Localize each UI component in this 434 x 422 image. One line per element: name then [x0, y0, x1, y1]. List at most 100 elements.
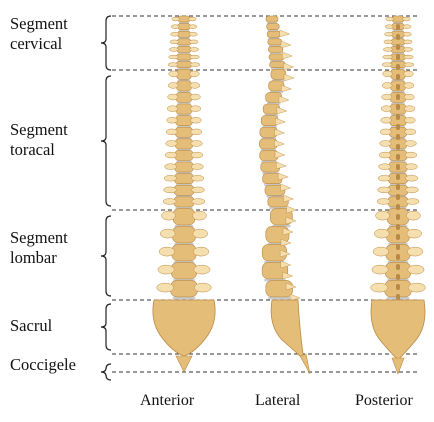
spinous-process [396, 244, 400, 250]
spinous-process [396, 54, 400, 60]
transverse-process [406, 199, 419, 205]
transverse-process [192, 187, 205, 193]
vertebra [174, 197, 195, 207]
transverse-process [189, 32, 197, 36]
intervertebral-disc [173, 297, 196, 300]
transverse-process [372, 265, 388, 274]
vertebra [171, 280, 198, 297]
spinous-process [278, 173, 288, 180]
transverse-process [403, 25, 411, 29]
coccyx [300, 354, 310, 374]
transverse-process [192, 211, 206, 220]
spinous-process [396, 24, 400, 30]
transverse-process [193, 247, 209, 256]
transverse-process [189, 40, 198, 44]
vertebra [177, 39, 191, 45]
spinous-process [396, 34, 400, 40]
transverse-process [160, 229, 175, 238]
transverse-process [191, 175, 203, 181]
spinous-process [280, 30, 290, 37]
transverse-process [404, 83, 414, 89]
transverse-process [384, 40, 393, 44]
vertebra [269, 54, 284, 60]
label-segment-cervical: Segment cervical [10, 14, 68, 54]
transverse-process [191, 152, 203, 158]
transverse-process [407, 229, 422, 238]
spinous-process [281, 184, 291, 191]
vertebra [175, 127, 193, 137]
transverse-process [380, 141, 392, 147]
vertebra [174, 185, 194, 195]
transverse-process [373, 247, 389, 256]
label-segment-toracal: Segment toracal [10, 120, 68, 160]
spinous-process [282, 52, 292, 59]
segment-brace [101, 304, 111, 350]
vertebra [270, 62, 286, 68]
transverse-process [189, 17, 197, 21]
transverse-process [403, 32, 411, 36]
spinous-process [396, 164, 400, 170]
sacrum [153, 300, 215, 356]
vertebra [267, 31, 280, 37]
vertebra [175, 139, 193, 149]
transverse-process [385, 25, 393, 29]
label-segment-lombar: Segment lombar [10, 228, 68, 268]
transverse-process [380, 129, 391, 135]
transverse-process [383, 71, 393, 77]
transverse-process [382, 63, 392, 67]
vertebra [172, 226, 195, 243]
transverse-process [404, 117, 415, 123]
transverse-process [371, 283, 388, 292]
segment-brace [101, 76, 111, 206]
transverse-process [193, 229, 208, 238]
transverse-process [382, 83, 392, 89]
vertebra [171, 262, 197, 279]
transverse-process [374, 229, 389, 238]
transverse-process [164, 187, 177, 193]
vertebra [172, 244, 196, 261]
transverse-process [162, 211, 176, 220]
transverse-process [189, 48, 198, 52]
transverse-process [405, 129, 416, 135]
transverse-process [191, 164, 203, 170]
vertebra [271, 69, 286, 79]
transverse-process [403, 40, 412, 44]
transverse-process [405, 175, 417, 181]
vertebra [175, 162, 194, 172]
transverse-process [159, 247, 175, 256]
spinous-process [275, 118, 285, 125]
transverse-process [190, 106, 201, 112]
spinous-process [396, 174, 400, 180]
transverse-process [190, 83, 200, 89]
spinous-process [277, 107, 287, 114]
vertebra [173, 208, 195, 225]
transverse-process [157, 283, 174, 292]
transverse-process [167, 117, 178, 123]
transverse-process [165, 164, 177, 170]
spinous-process [281, 41, 291, 48]
transverse-process [191, 129, 202, 135]
spinous-process [284, 63, 294, 70]
transverse-process [403, 17, 411, 21]
spinous-process [281, 85, 291, 92]
spinous-process [396, 224, 400, 230]
transverse-process [383, 48, 392, 52]
spinous-process [396, 194, 400, 200]
transverse-process [168, 83, 178, 89]
transverse-process [406, 211, 420, 220]
transverse-process [192, 199, 205, 205]
transverse-process [170, 40, 179, 44]
label-coccigele: Coccigele [10, 355, 76, 375]
transverse-process [385, 32, 393, 36]
spinous-process [396, 214, 400, 220]
spinous-process [396, 134, 400, 140]
vertebra [267, 24, 280, 30]
transverse-process [406, 187, 419, 193]
segment-brace [101, 16, 111, 70]
transverse-process [407, 247, 423, 256]
vertebra [176, 62, 192, 68]
vertebra [266, 16, 278, 22]
spinous-process [396, 234, 400, 240]
coccyx [176, 356, 192, 372]
